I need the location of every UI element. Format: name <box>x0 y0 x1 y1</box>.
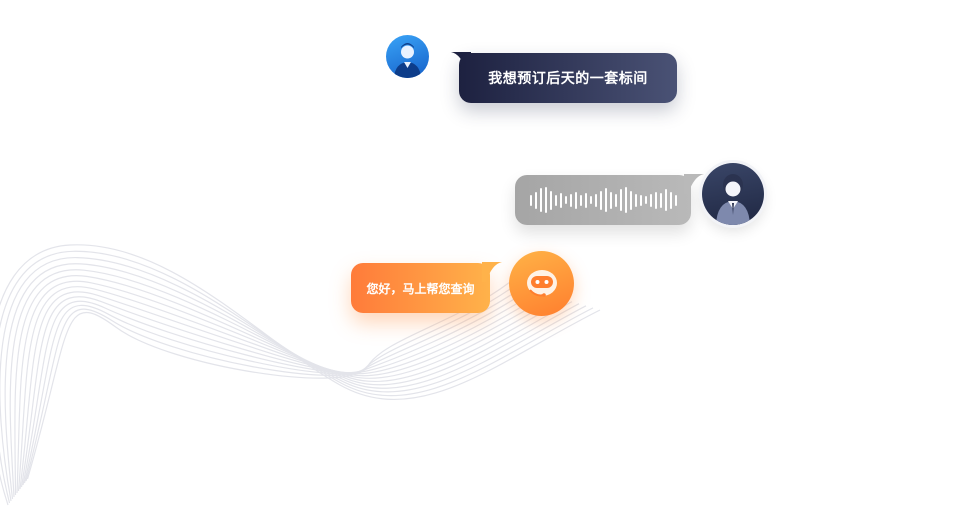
bubble-tail <box>482 262 502 282</box>
wave-line <box>0 256 587 502</box>
waveform-bar <box>669 191 672 209</box>
wave-line <box>23 286 524 484</box>
waveform-bar <box>599 190 602 210</box>
wave-line <box>22 288 531 486</box>
waveform-bar <box>594 193 597 207</box>
waveform-bar <box>534 191 537 209</box>
waveform-bar <box>544 187 547 213</box>
waveform-bar <box>624 187 627 213</box>
waveform-bar <box>549 190 552 210</box>
wave-line <box>4 263 580 500</box>
wave-line <box>19 291 545 490</box>
waveform-bar <box>559 192 562 208</box>
male-user-avatar <box>386 35 429 78</box>
waveform-bar <box>619 189 622 211</box>
waveform-bar <box>589 196 592 204</box>
bot-avatar <box>509 251 574 316</box>
bot-message-text: 您好，马上帮您查询 <box>366 281 475 296</box>
wave-line <box>20 290 538 488</box>
wave-line <box>0 244 601 506</box>
wave-line <box>0 250 594 504</box>
waveform-bar <box>584 192 587 208</box>
user-avatar-icon <box>394 43 421 78</box>
bubble-tail <box>684 174 704 194</box>
waveform-bar <box>539 188 542 212</box>
waveform-bar <box>644 196 647 204</box>
user-message-bubble: 我想预订后天的一套标间 <box>459 53 677 103</box>
waveform-bar <box>609 191 612 209</box>
waveform-bar <box>574 191 577 209</box>
female-user-avatar <box>702 163 764 225</box>
waveform-bar <box>529 194 532 206</box>
waveform-bar <box>664 189 667 211</box>
waveform-bar <box>639 194 642 206</box>
waveform-bar <box>634 193 637 207</box>
robot-icon <box>526 269 557 297</box>
bot-message-bubble: 您好，马上帮您查询 <box>351 263 490 313</box>
wave-line <box>17 286 552 492</box>
waveform-bar <box>654 191 657 209</box>
waveform-bar <box>614 193 617 207</box>
waveform-bar <box>674 194 677 206</box>
waveform-bar <box>629 190 632 210</box>
waveform-icon <box>529 185 677 215</box>
waveform-bar <box>604 188 607 212</box>
user-avatar-icon <box>716 174 750 225</box>
waveform-bar <box>554 194 557 206</box>
user-message-text: 我想预订后天的一套标间 <box>488 70 648 86</box>
wave-line <box>25 284 517 482</box>
waveform-bar <box>564 196 567 204</box>
waveform-bar <box>659 192 662 208</box>
wave-line <box>26 282 510 480</box>
wave-line <box>16 280 559 494</box>
voice-message-bubble[interactable] <box>515 175 691 225</box>
waveform-bar <box>649 193 652 207</box>
waveform-bar <box>569 193 572 207</box>
waveform-bar <box>579 194 582 206</box>
wave-line <box>9 269 573 498</box>
wave-line <box>14 275 566 496</box>
